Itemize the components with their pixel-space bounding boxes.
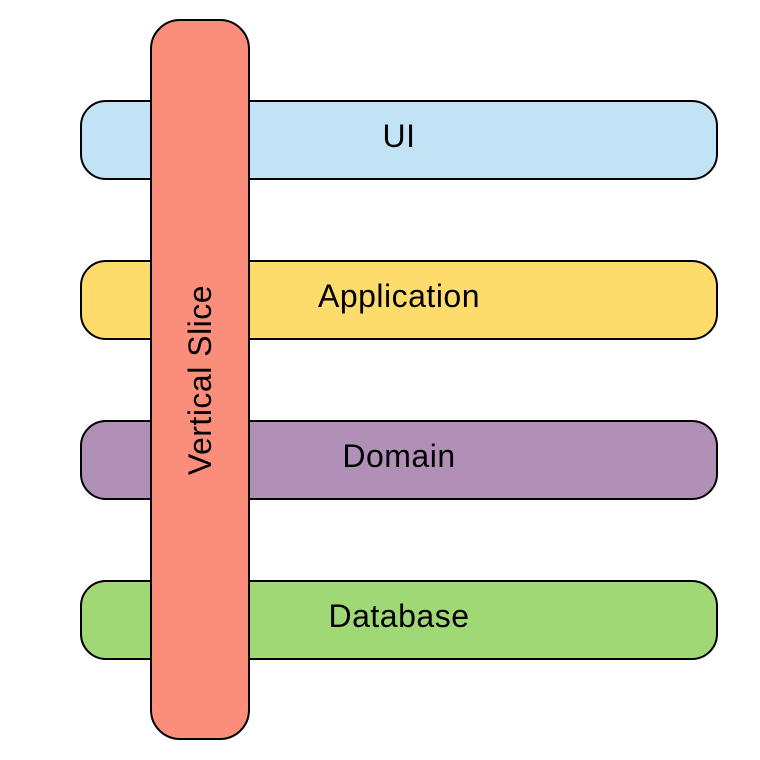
vertical-slice-bar: Vertical Slice [150, 19, 250, 740]
layer-label-ui: UI [382, 118, 416, 154]
vertical-slice-label: Vertical Slice [182, 284, 218, 475]
layer-label-domain: Domain [342, 438, 456, 474]
layer-bar-application: Application [80, 260, 718, 340]
layer-label-database: Database [328, 598, 470, 634]
layer-label-application: Application [317, 278, 481, 314]
